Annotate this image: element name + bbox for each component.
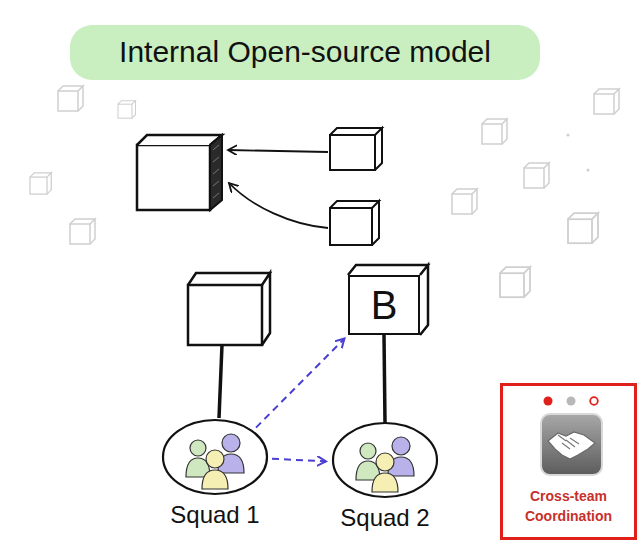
person-head — [376, 453, 394, 471]
contribution-arrow — [272, 459, 326, 462]
contribution-arrow — [256, 339, 344, 428]
faint-cube — [452, 189, 477, 214]
cube-top — [137, 135, 222, 145]
cube-edge — [330, 128, 382, 170]
cube-edge — [330, 201, 379, 245]
squad-shape — [160, 417, 270, 497]
icon-tile — [541, 414, 602, 475]
ownership-line — [219, 345, 222, 418]
squad-group: Squad 2 — [330, 420, 440, 532]
person-head — [222, 434, 240, 452]
panel-caption: Cross-team Coordination — [503, 486, 634, 526]
faint-cube — [118, 101, 136, 119]
contribution-arrow — [228, 150, 328, 152]
squad-shape — [330, 420, 440, 500]
handshake-fingers — [558, 435, 579, 449]
person-head — [206, 450, 224, 468]
cube-face — [330, 208, 372, 245]
squad-label: Squad 2 — [330, 504, 440, 532]
squad-outline — [333, 423, 437, 497]
squad-outline — [163, 420, 267, 494]
faint-cube — [524, 163, 549, 188]
person-body — [372, 473, 398, 492]
feature-panel: Cross-team Coordination — [500, 383, 637, 540]
faint-cube — [500, 267, 530, 297]
faint-cube — [568, 213, 598, 243]
squad-group: Squad 1 — [160, 417, 270, 529]
interface-hatch — [213, 145, 219, 198]
component-box: B — [348, 275, 420, 335]
cube-face — [137, 145, 210, 210]
faint-cube — [58, 86, 83, 111]
cube-edge — [348, 265, 428, 335]
page-dot — [590, 397, 598, 405]
speck — [587, 169, 590, 172]
handshake-icon — [548, 432, 595, 459]
page-dot — [544, 397, 553, 406]
cube-interface — [210, 135, 222, 210]
person-body — [202, 470, 228, 489]
diagram-title: Internal Open-source model — [119, 35, 491, 68]
speck — [567, 134, 570, 137]
component-label: B — [371, 283, 398, 328]
ownership-line — [384, 335, 385, 423]
cube-edge — [188, 273, 270, 345]
contribution-arrow — [229, 183, 328, 228]
person-head — [360, 443, 376, 459]
cube-face — [330, 135, 375, 170]
cube-face — [188, 285, 262, 345]
title-band: Internal Open-source model — [70, 25, 540, 80]
faint-cube — [30, 173, 51, 194]
person-head — [190, 440, 206, 456]
page-dot — [567, 397, 576, 406]
faint-cube — [482, 119, 507, 144]
squad-label: Squad 1 — [160, 501, 270, 529]
faint-cube — [594, 89, 619, 114]
faint-cube — [70, 219, 95, 244]
person-head — [392, 437, 410, 455]
